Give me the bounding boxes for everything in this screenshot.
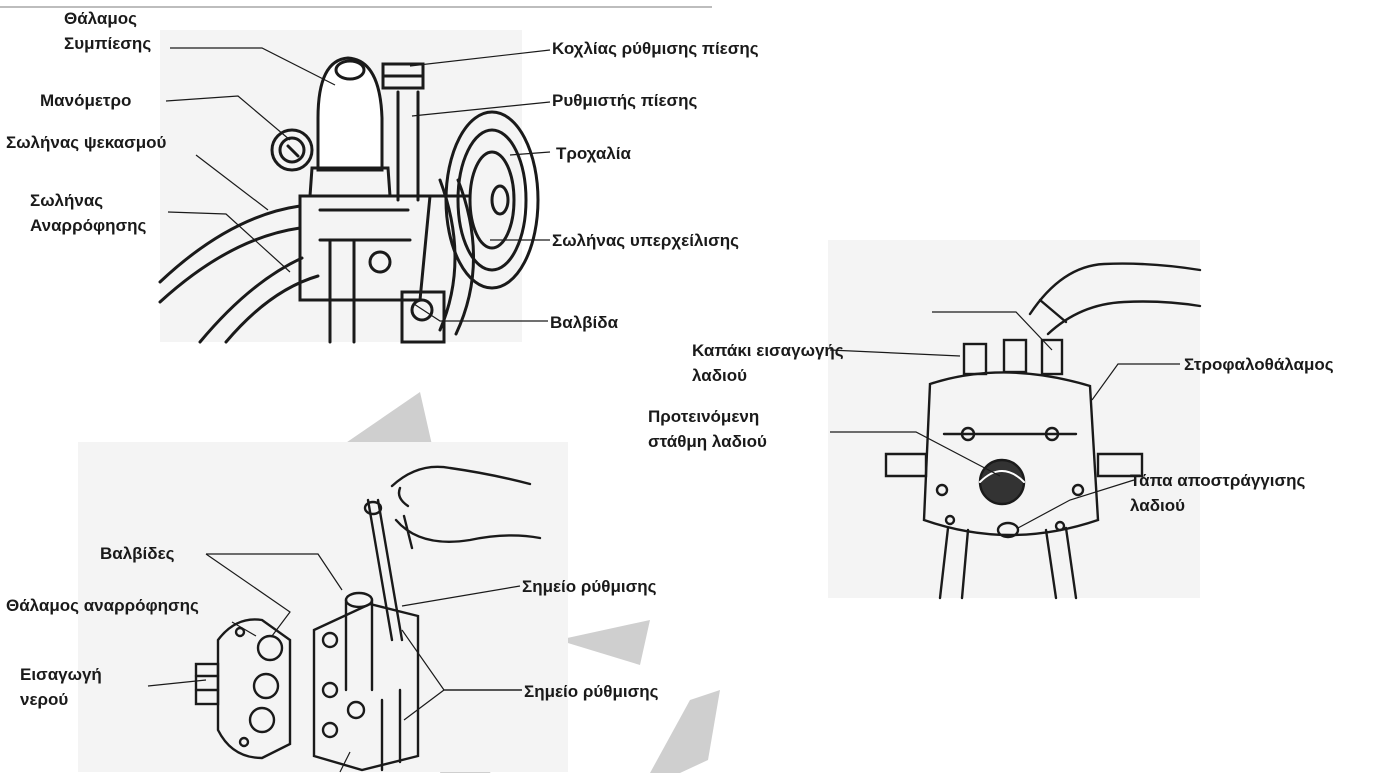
label-suction-chamber: Θάλαμος αναρρόφησης — [6, 593, 199, 618]
label-pressure-regulator: Ρυθμιστής πίεσης — [552, 88, 697, 113]
label-pressure-gauge: Μανόμετρο — [40, 88, 131, 113]
label-crankcase: Στροφαλοθάλαμος — [1184, 352, 1334, 377]
label-oil-cap: Καπάκι εισαγωγής λαδιού — [692, 338, 844, 388]
pump-front-illustration — [160, 30, 538, 342]
label-adjust-point-2: Σημείο ρύθμισης — [524, 679, 658, 704]
label-water-inlet: Εισαγωγή νερού — [20, 662, 102, 712]
label-overflow-hose: Σωλήνας υπερχείλισης — [552, 228, 739, 253]
crankcase-illustration — [828, 240, 1200, 598]
label-valve: Βαλβίδα — [550, 310, 618, 335]
label-suction-hose: Σωλήνας Αναρρόφησης — [30, 188, 146, 238]
label-adjust-point-1: Σημείο ρύθμισης — [522, 574, 656, 599]
label-drain-plug: Τάπα αποστράγγισης λαδιού — [1130, 468, 1305, 518]
label-spray-hose: Σωλήνας ψεκασμού — [6, 130, 166, 155]
label-pressure-screw: Κοχλίας ρύθμισης πίεσης — [552, 36, 759, 61]
label-oil-level: Προτεινόμενη στάθμη λαδιού — [648, 404, 767, 454]
label-compression-chamber: Θάλαμος Συμπίεσης — [64, 6, 151, 56]
label-valves: Βαλβίδες — [100, 541, 175, 566]
label-pulley: Τροχαλία — [556, 141, 631, 166]
